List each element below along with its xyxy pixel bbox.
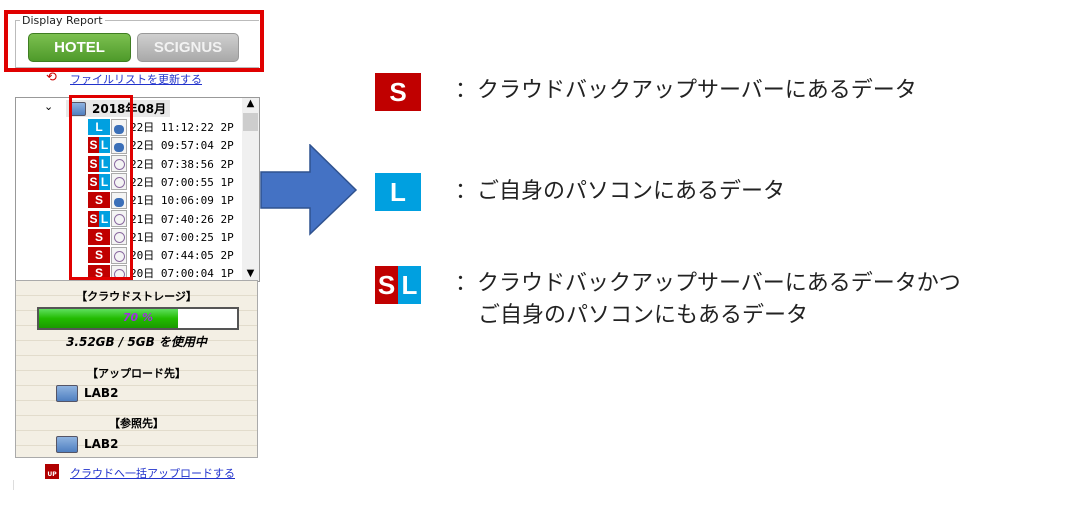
- highlight-box-report: [4, 10, 264, 72]
- row-timestamp: 22日 11:12:22 2P: [130, 121, 234, 134]
- hotel-button[interactable]: HOTEL: [28, 33, 131, 62]
- badge-s: S: [88, 137, 99, 154]
- storage-percent: 70 %: [122, 311, 154, 324]
- refresh-file-list-link[interactable]: ファイルリストを更新する: [70, 73, 202, 86]
- row-timestamp: 21日 07:40:26 2P: [130, 212, 234, 226]
- clock-icon: [111, 246, 127, 264]
- legend-s-badge: S: [375, 73, 421, 111]
- folder-icon: [56, 436, 78, 453]
- legend-l-text: ：ご自身のパソコンにあるデータ: [455, 179, 786, 204]
- storage-title: 【クラウドストレージ】: [76, 290, 197, 303]
- badge-l: L: [99, 210, 110, 227]
- clock-icon: [111, 228, 127, 246]
- arrow-right-icon: [260, 144, 358, 236]
- storage-usage: 3.52GB / 5GB を使用中: [66, 335, 207, 349]
- display-report-label: Display Report: [20, 14, 105, 27]
- row-timestamp: 22日 09:57:04 2P: [130, 139, 234, 153]
- folder-icon: [56, 385, 78, 402]
- badge-l: L: [88, 119, 110, 135]
- scrollbar-thumb[interactable]: [243, 113, 258, 131]
- scignus-button[interactable]: SCIGNUS: [137, 33, 239, 62]
- legend-s-text: ：クラウドバックアップサーバーにあるデータ: [455, 78, 917, 103]
- badge-l: L: [99, 137, 110, 154]
- clock-icon: [111, 210, 127, 227]
- ref-dest-folder[interactable]: LAB2: [56, 436, 118, 453]
- disk-icon: [111, 136, 127, 154]
- clock-icon: [111, 155, 127, 173]
- folder-label: 2018年08月: [92, 102, 167, 116]
- upload-folder-label: LAB2: [84, 386, 119, 400]
- badge-s: S: [88, 173, 99, 190]
- collapse-chevron-icon[interactable]: ⌄: [44, 100, 54, 113]
- tree-row[interactable]: S 21日 07:00:25 1P: [71, 228, 234, 246]
- row-timestamp: 22日 07:38:56 2P: [130, 157, 234, 171]
- storage-panel: 【クラウドストレージ】 70 % 3.52GB / 5GB を使用中 【アップロ…: [15, 280, 258, 458]
- badge-s: S: [88, 228, 110, 245]
- storage-progress-bar: 70 %: [37, 307, 239, 330]
- badge-s: S: [88, 155, 99, 172]
- ref-dest-title: 【参照先】: [109, 417, 164, 430]
- badge-l: L: [99, 155, 110, 172]
- ref-folder-label: LAB2: [84, 437, 119, 451]
- highlight-box-badges: [69, 95, 133, 280]
- refresh-icon[interactable]: ⟲: [46, 70, 57, 85]
- badge-s: S: [88, 247, 110, 264]
- disk-icon: [111, 118, 127, 136]
- tree-row[interactable]: S 20日 07:44:05 2P: [71, 246, 234, 264]
- badge-s: S: [88, 192, 110, 209]
- badge-s: S: [88, 210, 99, 227]
- legend-sl-text-2: ご自身のパソコンにもあるデータ: [478, 303, 809, 328]
- badge-l: L: [99, 173, 110, 190]
- upload-icon[interactable]: UP: [45, 464, 59, 479]
- tree-row[interactable]: S 21日 10:06:09 1P: [71, 191, 234, 209]
- tree-row[interactable]: L 22日 11:12:22 2P: [71, 118, 234, 136]
- upload-dest-folder[interactable]: LAB2: [56, 385, 118, 402]
- legend-l-badge: L: [375, 173, 421, 211]
- disk-icon: [111, 191, 127, 209]
- tree-scrollbar[interactable]: ▲ ▼: [242, 98, 259, 281]
- divider: [13, 480, 14, 490]
- row-timestamp: 21日 10:06:09 1P: [130, 194, 234, 208]
- upload-dest-title: 【アップロード先】: [87, 367, 186, 380]
- display-report-group: [15, 20, 259, 68]
- bulk-upload-link[interactable]: クラウドへ一括アップロードする: [70, 467, 235, 480]
- row-timestamp: 20日 07:00:04 1P: [130, 267, 234, 281]
- legend-sl-text-1: ：クラウドバックアップサーバーにあるデータかつ: [455, 271, 961, 296]
- tree-folder[interactable]: 2018年08月: [66, 100, 171, 117]
- row-timestamp: 21日 07:00:25 1P: [130, 230, 234, 244]
- clock-icon: [111, 173, 127, 191]
- row-timestamp: 22日 07:00:55 1P: [130, 175, 234, 189]
- row-timestamp: 20日 07:44:05 2P: [130, 249, 234, 263]
